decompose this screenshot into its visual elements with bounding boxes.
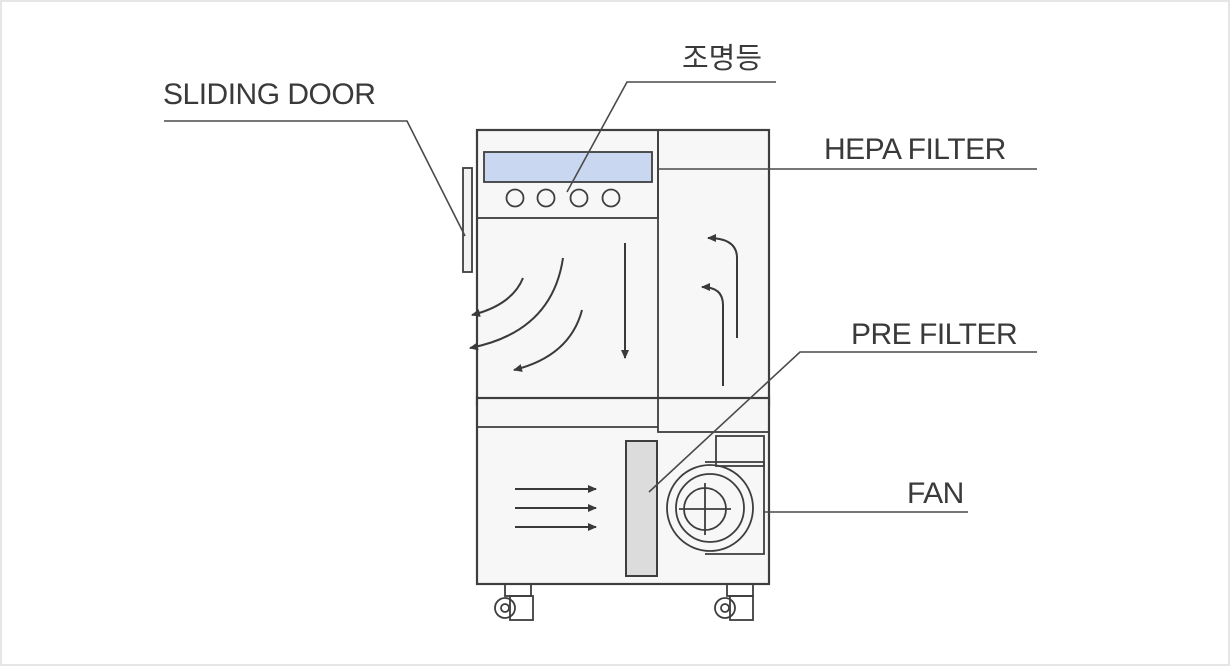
- leader-lines: [164, 81, 1037, 513]
- label-fan: FAN: [907, 477, 964, 510]
- caster-left: [494, 583, 534, 621]
- fan-housing: [705, 461, 765, 555]
- leader-sliding-door: [164, 120, 466, 237]
- fan-outlet: [715, 435, 765, 467]
- label-pre-filter: PRE FILTER: [851, 318, 1017, 351]
- pre-filter: [625, 440, 658, 577]
- airflow-arrows-lower: [515, 485, 597, 531]
- leader-pre-filter: [648, 351, 1037, 493]
- control-button-4: [601, 188, 621, 208]
- airflow-arrows-work-area: [469, 243, 629, 372]
- label-lamp: 조명등: [682, 41, 762, 75]
- airflow-arrows-duct: [701, 234, 738, 386]
- leader-lamp: [566, 81, 776, 193]
- control-button-1: [505, 188, 525, 208]
- control-buttons: [505, 188, 621, 208]
- control-button-2: [536, 188, 556, 208]
- control-button-3: [569, 188, 589, 208]
- fan-scroll-inner: [675, 473, 745, 543]
- fan: [666, 435, 765, 555]
- caster-right: [714, 583, 754, 621]
- sliding-door: [462, 167, 473, 273]
- lower-cabinet: [475, 396, 771, 586]
- lamp-panel: [483, 151, 653, 183]
- fan-scroll-outer: [666, 464, 754, 552]
- label-hepa-filter: HEPA FILTER: [824, 133, 1006, 166]
- label-sliding-door: SLIDING DOOR: [163, 78, 375, 111]
